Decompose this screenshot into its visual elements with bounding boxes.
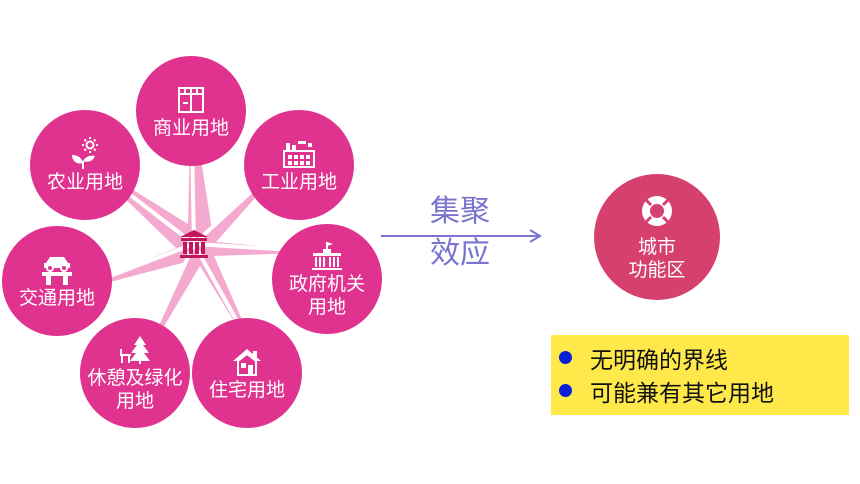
- arrow-label-line1: 集聚: [430, 195, 490, 228]
- petal-industrial: 工业用地: [244, 110, 354, 220]
- petal-label-government: 政府机关 用地: [288, 274, 365, 318]
- hub-star: [57, 95, 326, 380]
- petal-label-agricultural: 农业用地: [46, 171, 123, 193]
- arrow: [381, 229, 542, 243]
- note-box: 无明确的界线 可能兼有其它用地: [551, 335, 849, 415]
- petal-label-recreation: 休憩及绿化 用地: [87, 368, 183, 412]
- urban-function-zone: 城市 功能区: [594, 174, 720, 300]
- bullet-icon: [559, 384, 572, 397]
- lifebuoy-icon: [639, 193, 675, 234]
- urban-function-zone-label: 城市 功能区: [628, 236, 686, 281]
- petal-label-commercial: 商业用地: [152, 117, 229, 139]
- government-building-icon: [310, 239, 344, 273]
- tree-bench-icon: [118, 333, 152, 367]
- bank-building-icon: [176, 226, 212, 262]
- petal-transport: 交通用地: [2, 226, 112, 336]
- note-text: 可能兼有其它用地: [590, 379, 774, 406]
- factory-icon: [282, 137, 316, 171]
- petal-commercial: 商业用地: [136, 56, 246, 166]
- shop-icon: [176, 83, 206, 117]
- petal-label-residential: 住宅用地: [208, 379, 285, 401]
- house-icon: [231, 345, 263, 379]
- car-bridge-icon: [40, 253, 74, 287]
- petal-government: 政府机关 用地: [272, 224, 382, 334]
- note-item: 无明确的界线: [559, 341, 849, 374]
- note-text: 无明确的界线: [590, 346, 728, 373]
- petal-agricultural: 农业用地: [30, 110, 140, 220]
- petal-residential: 住宅用地: [192, 318, 302, 428]
- note-item: 可能兼有其它用地: [559, 374, 849, 407]
- arrow-label-line2: 效应: [430, 237, 490, 270]
- petal-recreation: 休憩及绿化 用地: [80, 318, 190, 428]
- petal-label-industrial: 工业用地: [260, 171, 337, 193]
- bullet-icon: [559, 351, 572, 364]
- sun-sprout-icon: [68, 136, 102, 171]
- petal-label-transport: 交通用地: [18, 287, 95, 309]
